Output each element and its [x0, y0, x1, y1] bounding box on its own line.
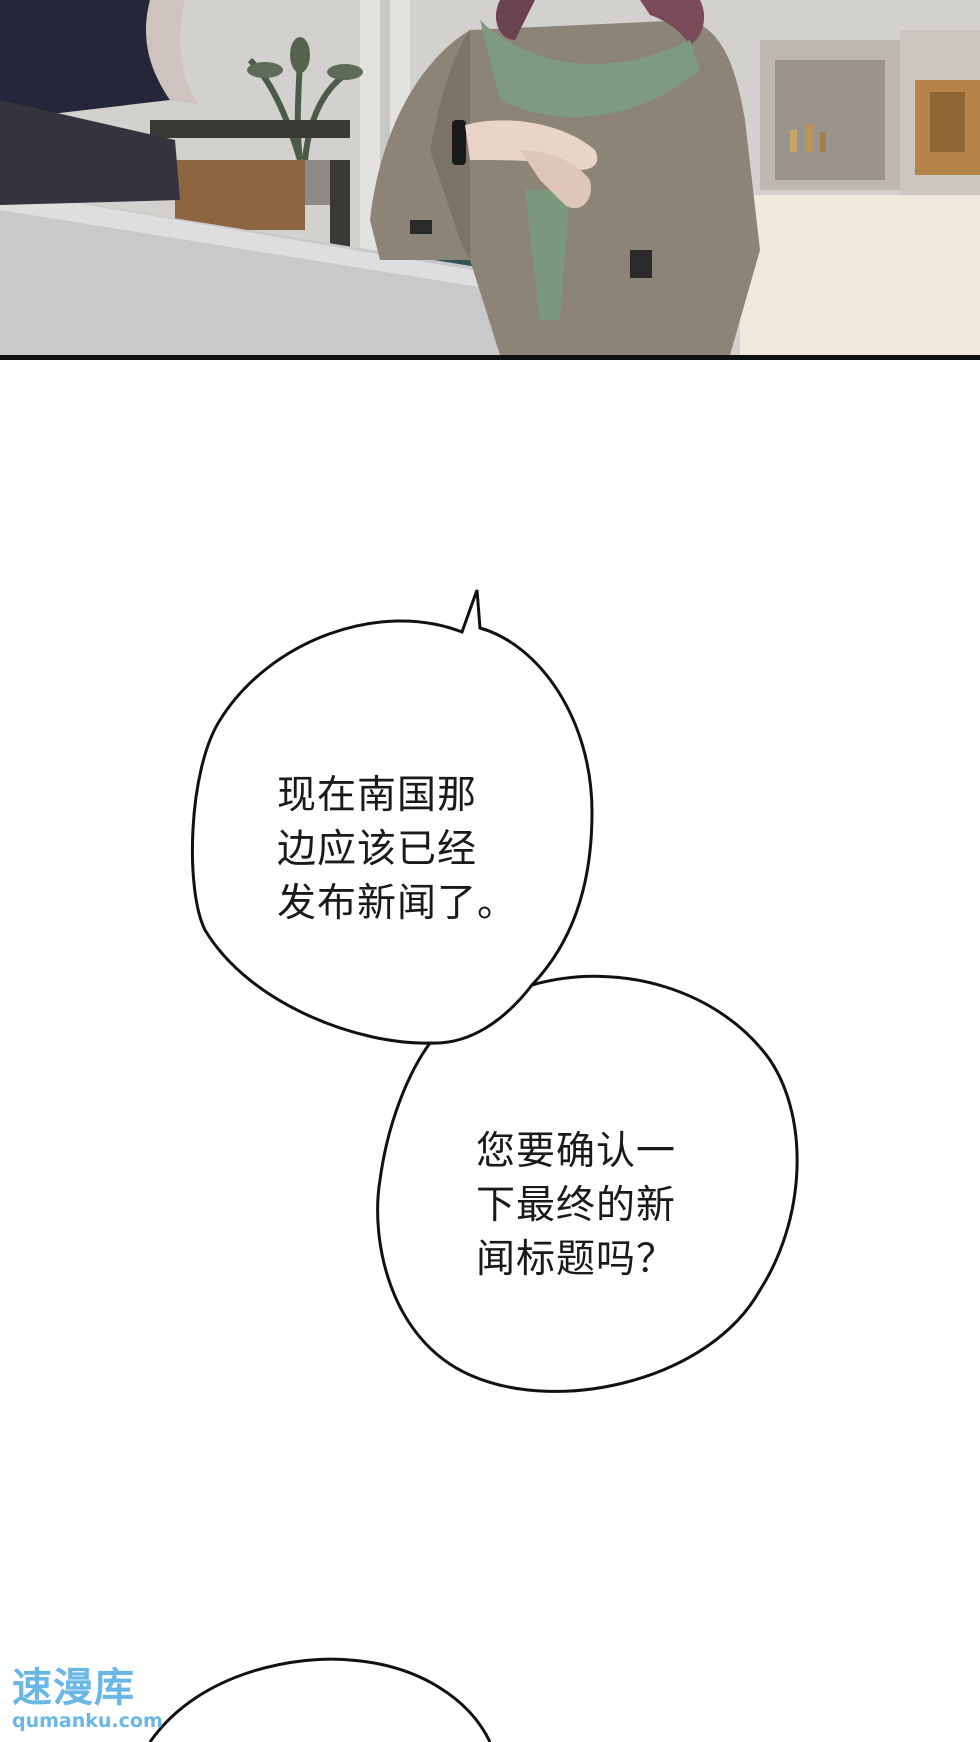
bubble-1-line-3: 发布新闻了。	[277, 881, 518, 926]
speech-bubble-2	[376, 974, 799, 1393]
bubble-2-line-3: 闻标题吗？	[476, 1237, 677, 1282]
speech-bubble-3-partial	[148, 1657, 492, 1742]
panel-artwork	[0, 0, 980, 355]
bubble-2-line-1: 您要确认一	[476, 1129, 677, 1174]
speech-bubble-1	[190, 589, 594, 1045]
watermark: 速漫库 qumanku.com	[12, 1666, 172, 1732]
bubble-1-text: 现在南国那 边应该已经 发布新闻了。	[277, 769, 517, 931]
panel-border	[0, 355, 980, 360]
comic-panel	[0, 0, 980, 355]
watermark-logo: 速漫库	[12, 1665, 135, 1711]
bubble-2-text: 您要确认一 下最终的新 闻标题吗？	[476, 1125, 676, 1287]
bubble-1-line-2: 边应该已经	[277, 827, 478, 872]
bubble-1-line-1: 现在南国那	[277, 773, 478, 818]
watermark-url: qumanku.com	[12, 1710, 163, 1732]
bubble-2-line-2: 下最终的新	[476, 1183, 677, 1228]
